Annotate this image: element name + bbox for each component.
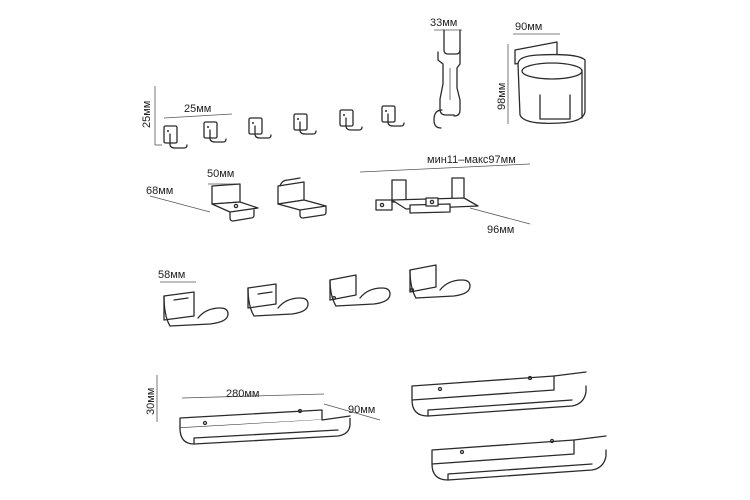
bracket-depth-label: 68мм (146, 185, 173, 197)
shelf-1: 30мм 280мм 90мм (145, 375, 381, 445)
double-hook-4 (409, 264, 471, 299)
bracket-width-label: 50мм (207, 168, 234, 180)
small-hooks-group: 25мм 25мм (141, 86, 405, 149)
rail-clip-width-label: 33мм (430, 17, 457, 29)
hook-1 (163, 125, 188, 149)
shelf-height-label: 30мм (145, 388, 157, 415)
cup-width-label: 90мм (515, 21, 542, 33)
cup-height-label: 98мм (496, 83, 508, 110)
bracket-2 (277, 177, 327, 219)
shelf-depth-label: 90мм (348, 404, 375, 416)
adjustable-depth-label: 96мм (487, 224, 514, 236)
rail-clip: 33мм (430, 17, 462, 129)
bracket-1: 50мм 68мм (146, 168, 259, 222)
hook-2 (203, 121, 227, 143)
adjustable-bracket: мин11–макс97мм 96мм (359, 154, 531, 236)
double-hook-2 (247, 283, 309, 317)
hook-5 (339, 109, 363, 131)
adjustable-range-dim-line (359, 163, 531, 173)
adjustable-range-label: мин11–макс97мм (427, 154, 516, 166)
double-hook-3 (329, 274, 391, 307)
shelf-3 (431, 435, 607, 481)
hook-3 (248, 117, 272, 139)
hook-height-label: 25мм (141, 101, 153, 128)
shelf-2 (411, 371, 587, 417)
hook-width-label: 25мм (184, 103, 211, 115)
hook-width-dim-line (163, 113, 233, 119)
shelf-length-label: 280мм (226, 388, 259, 400)
double-hook-1: 58мм (158, 269, 229, 327)
double-hook-width-label: 58мм (158, 269, 185, 281)
adjustable-depth-dim-line (469, 207, 531, 225)
hook-6 (381, 105, 405, 127)
shelf-depth-dim-line (323, 403, 381, 421)
shelf-length-dim-line (181, 393, 325, 399)
hook-4 (293, 113, 317, 135)
bracket-depth-dim-line (149, 195, 211, 213)
cup-holder: 90мм 98мм (496, 21, 586, 124)
